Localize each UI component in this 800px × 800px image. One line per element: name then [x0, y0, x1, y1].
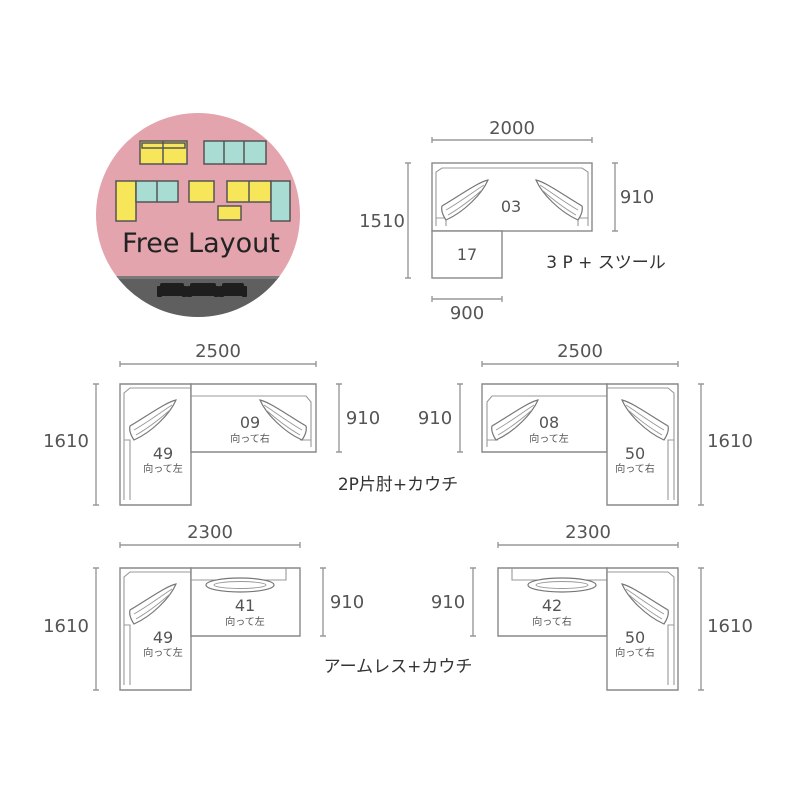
couch-direction-br: 向って右: [615, 646, 655, 659]
dimension-width-br: 2300: [497, 522, 679, 548]
svg-text:900: 900: [450, 303, 484, 324]
svg-text:2500: 2500: [557, 341, 603, 362]
dimension-bottom-top: 900: [431, 296, 503, 324]
svg-text:1610: 1610: [707, 431, 753, 452]
caption-2p-couch: 2P片肘+カウチ: [338, 475, 458, 495]
dimension-depth-mr: 910: [418, 383, 463, 453]
dimension-height-mr: 1610: [698, 383, 753, 506]
dimension-depth-top: 910: [612, 162, 654, 232]
layout-3p-stool: 2000 1510 910 900 03 17 3 P + スツール: [359, 118, 666, 324]
dimension-depth-ml: 910: [336, 383, 380, 453]
svg-text:910: 910: [431, 592, 465, 613]
layout-2p-couch-left: 2500 1610 910 49 向って左 09 向って右: [43, 341, 380, 506]
dimension-width-bl: 2300: [119, 522, 301, 548]
dimension-width-top: 2000: [431, 118, 593, 143]
seat-number-mr: 08: [539, 413, 559, 432]
svg-text:2300: 2300: [565, 522, 611, 543]
svg-text:910: 910: [418, 408, 452, 429]
logo-sofa-icons: [157, 283, 247, 297]
seat-number-ml: 09: [240, 413, 260, 432]
seat-number-bl: 41: [235, 596, 255, 615]
seat-direction-br: 向って右: [532, 615, 572, 628]
dimension-height-bl: 1610: [43, 567, 99, 691]
seat-body-ml: [190, 383, 317, 453]
couch-body-bl: [119, 567, 192, 691]
caption-3p-stool: 3 P + スツール: [546, 253, 666, 273]
seat-direction-bl: 向って左: [225, 615, 265, 628]
svg-text:2000: 2000: [489, 118, 535, 139]
logo-sofa-blocks: [115, 140, 291, 222]
logo-title: Free Layout: [122, 228, 280, 259]
dimension-width-mr: 2500: [481, 341, 679, 367]
seat-direction-mr: 向って左: [529, 432, 569, 445]
dimension-depth-br: 910: [431, 567, 476, 637]
couch-number-br: 50: [625, 628, 645, 647]
dimension-height-ml: 1610: [43, 383, 99, 506]
seat-direction-ml: 向って右: [230, 432, 270, 445]
svg-text:1610: 1610: [43, 431, 89, 452]
caption-armless-couch: アームレス+カウチ: [324, 657, 473, 677]
seat-number-br: 42: [542, 596, 562, 615]
dimension-height-top: 1510: [359, 162, 411, 279]
svg-text:910: 910: [346, 408, 380, 429]
couch-number-mr: 50: [625, 444, 645, 463]
svg-text:910: 910: [620, 187, 654, 208]
couch-body-mr: [606, 383, 679, 506]
svg-text:910: 910: [330, 592, 364, 613]
svg-text:1510: 1510: [359, 211, 405, 232]
dimension-depth-bl: 910: [320, 567, 364, 637]
couch-direction-bl: 向って左: [143, 646, 183, 659]
couch-number-bl: 49: [153, 628, 173, 647]
svg-text:1610: 1610: [43, 616, 89, 637]
dimension-width-ml: 2500: [119, 341, 317, 367]
couch-direction-mr: 向って右: [615, 462, 655, 475]
couch-direction-ml: 向って左: [143, 462, 183, 475]
couch-number-ml: 49: [153, 444, 173, 463]
layout-armless-couch-right: 2300 1610 910 42 向って右 50 向って右: [431, 522, 753, 691]
svg-text:2300: 2300: [187, 522, 233, 543]
free-layout-logo: Free Layout: [96, 113, 300, 317]
sofa-3p-number: 03: [501, 197, 521, 216]
stool-number: 17: [457, 245, 477, 264]
layout-armless-couch-left: 2300 1610 910 49 向って左 41 向って左: [43, 522, 364, 691]
layout-2p-couch-right: 2500 1610 910 08 向って左 50 向って右: [418, 341, 753, 506]
svg-text:1610: 1610: [707, 616, 753, 637]
dimension-height-br: 1610: [698, 567, 753, 691]
stool-body: [431, 230, 503, 279]
svg-text:2500: 2500: [195, 341, 241, 362]
couch-body-ml: [119, 383, 192, 506]
couch-body-br: [606, 567, 679, 691]
